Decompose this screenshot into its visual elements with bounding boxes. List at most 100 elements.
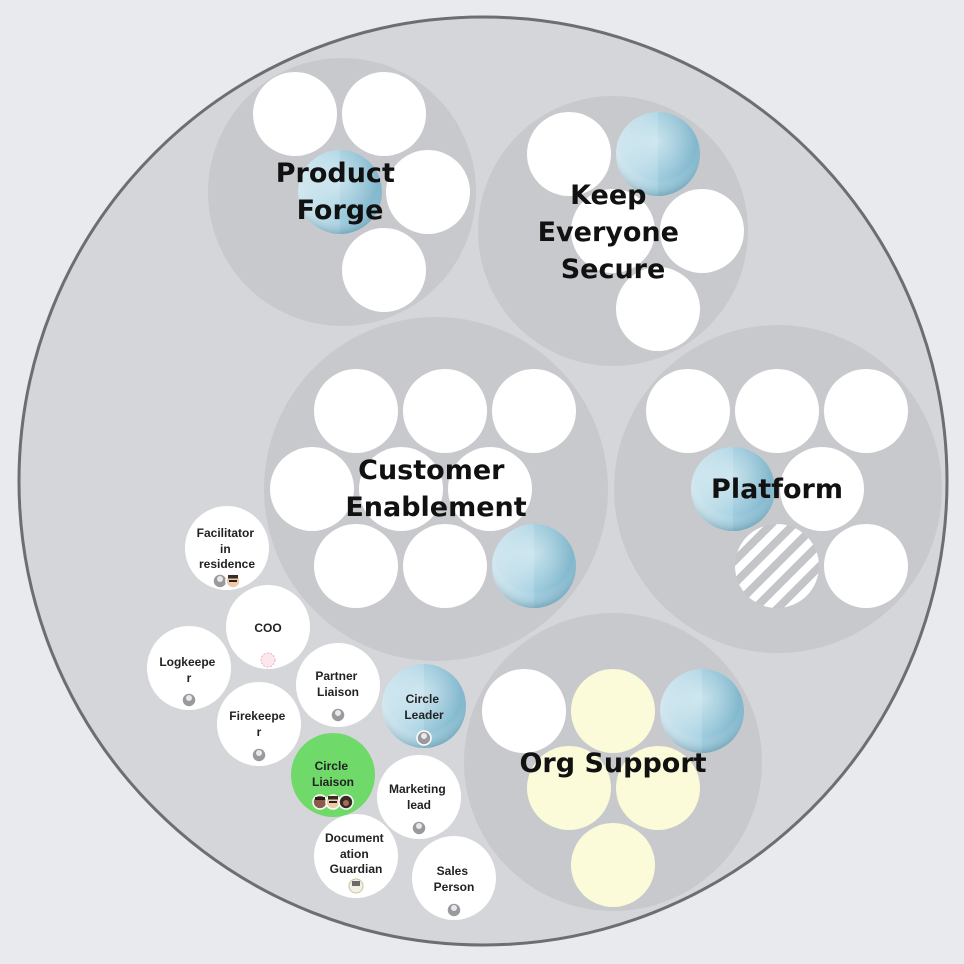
role-circle[interactable] — [735, 369, 819, 453]
role-circle[interactable] — [403, 369, 487, 453]
circle-keep-everyone-secure[interactable]: Keep Everyone Secure — [478, 96, 748, 366]
role-label: Firekeepe — [229, 709, 285, 723]
pink-avatar-icon — [260, 652, 276, 668]
svg-text:Document ation Gua: Document ation Guardian — [325, 831, 387, 876]
circle-product-forge[interactable]: Product Forge — [208, 58, 476, 326]
role-label: r — [187, 671, 192, 685]
filled-role-circle[interactable] — [660, 669, 744, 753]
role-circle[interactable] — [660, 189, 744, 273]
role-label: lead — [407, 798, 431, 812]
role-label: COO — [254, 621, 281, 635]
circle-title: Org Support — [519, 748, 706, 779]
role-circle[interactable] — [342, 72, 426, 156]
role-circle[interactable] — [448, 447, 532, 531]
face-avatar-icon — [338, 794, 354, 810]
role-circle[interactable] — [386, 150, 470, 234]
svg-text:Circle Liaison: Circle Liaison — [312, 759, 354, 789]
role-partner-liaison[interactable]: Partner Liaison — [296, 643, 380, 727]
role-marketing-lead[interactable]: Marketing lead — [377, 755, 461, 839]
pale-role-circle[interactable] — [571, 823, 655, 907]
role-label: ation — [340, 847, 369, 861]
role-label: in — [220, 542, 231, 556]
role-label: Liaison — [312, 775, 354, 789]
role-circle[interactable] — [824, 369, 908, 453]
circle-title: Forge — [297, 195, 384, 226]
role-label: Sales — [437, 864, 469, 878]
filled-role-circle[interactable] — [492, 524, 576, 608]
role-label: r — [257, 725, 262, 739]
svg-text:Facilitator in res: Facilitator in residence — [197, 526, 258, 571]
role-coo[interactable]: COO — [226, 585, 310, 669]
circle-platform[interactable]: Platform — [614, 325, 942, 653]
svg-text:COO: COO — [254, 621, 281, 635]
role-circle[interactable] — [342, 228, 426, 312]
face-avatar-icon — [312, 794, 328, 810]
role-logkeeper[interactable]: Logkeepe r — [147, 626, 231, 710]
role-circle[interactable] — [492, 369, 576, 453]
striped-role-circle[interactable] — [735, 524, 819, 608]
role-circle-leader[interactable]: Circle Leader — [382, 664, 466, 748]
pale-role-circle[interactable] — [616, 746, 700, 830]
grey-avatar-icon — [446, 902, 462, 918]
role-circle[interactable] — [270, 447, 354, 531]
role-label: Guardian — [330, 862, 383, 876]
role-circle-liaison[interactable]: Circle Liaison — [291, 733, 375, 817]
role-firekeeper[interactable]: Firekeepe r — [217, 682, 301, 766]
svg-text:Platform: Platform — [711, 474, 843, 505]
circle-org-support[interactable]: Org Support — [464, 613, 762, 911]
role-circle[interactable] — [780, 447, 864, 531]
role-label: Logkeepe — [159, 655, 215, 669]
pale-role-circle[interactable] — [571, 669, 655, 753]
role-circle[interactable] — [824, 524, 908, 608]
sketch-avatar-icon — [348, 878, 364, 894]
pale-role-circle[interactable] — [527, 746, 611, 830]
svg-text:Product Forge: Product Forge — [276, 158, 405, 226]
role-label: Facilitator — [197, 526, 255, 540]
grey-avatar-icon — [416, 730, 432, 746]
circle-title: Product — [276, 158, 395, 189]
role-label: Marketing — [389, 782, 446, 796]
role-label: Leader — [404, 708, 444, 722]
grey-avatar-icon — [251, 747, 267, 763]
role-label: Circle — [315, 759, 349, 773]
role-label: Partner — [315, 669, 357, 683]
role-circle[interactable] — [403, 524, 487, 608]
filled-role-circle[interactable] — [616, 112, 700, 196]
svg-text:Keep Everyone Secu: Keep Everyone Secure — [538, 180, 689, 285]
circle-title: Enablement — [345, 492, 526, 523]
role-label: Liaison — [317, 685, 359, 699]
svg-text:Customer Enablement: Customer Enablement — [345, 455, 526, 523]
role-circle[interactable] — [314, 369, 398, 453]
filled-role-circle[interactable] — [691, 447, 775, 531]
role-circle[interactable] — [616, 267, 700, 351]
svg-text:Circle Leader: Circle Leader — [404, 692, 444, 722]
role-circle[interactable] — [527, 112, 611, 196]
role-documentation-guardian[interactable]: Document ation Guardian — [314, 814, 398, 898]
circle-customer-enablement[interactable]: Customer Enablement — [264, 317, 608, 661]
svg-text:Sales Person: Sales Person — [434, 864, 475, 894]
face-avatar-icon — [225, 573, 241, 589]
svg-text:Org Support: Org Support — [519, 748, 706, 779]
role-label: Document — [325, 831, 384, 845]
role-circle[interactable] — [253, 72, 337, 156]
filled-role-circle[interactable] — [298, 150, 382, 234]
grey-avatar-icon — [181, 692, 197, 708]
role-circle[interactable] — [482, 669, 566, 753]
svg-text:Firekeepe r: Firekeepe r — [229, 709, 288, 739]
circle-title: Platform — [711, 474, 843, 505]
grey-avatar-icon — [411, 820, 427, 836]
circle-title: Keep — [570, 180, 646, 211]
role-circle[interactable] — [646, 369, 730, 453]
svg-text:Logkeepe r: Logkeepe r — [159, 655, 218, 685]
role-label: residence — [199, 557, 255, 571]
role-circle[interactable] — [314, 524, 398, 608]
grey-avatar-icon — [212, 573, 228, 589]
role-circle[interactable] — [359, 447, 443, 531]
role-circle[interactable] — [571, 189, 655, 273]
role-sales-person[interactable]: Sales Person — [412, 836, 496, 920]
circle-title: Secure — [561, 254, 666, 285]
role-facilitator-in-residence[interactable]: Facilitator in residence — [185, 506, 269, 590]
circle-title: Everyone — [538, 217, 679, 248]
